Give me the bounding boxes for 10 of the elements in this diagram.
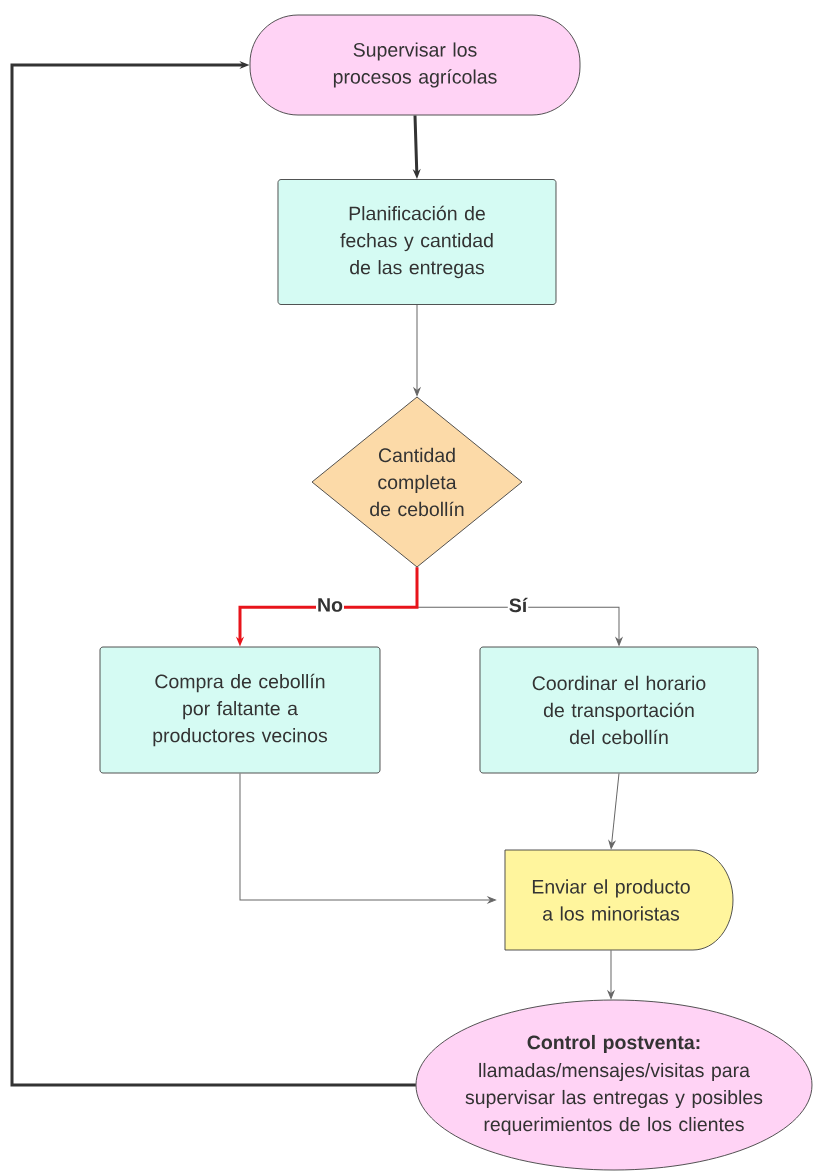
arrow xyxy=(10,60,416,1087)
edge-label: No xyxy=(316,597,344,613)
arrow xyxy=(607,949,615,999)
process-box: Coordinar el horario de transportación del cebollín xyxy=(479,646,759,774)
process-box: Planificación de fechas y cantidad de las entregas xyxy=(277,179,557,305)
arrow xyxy=(413,304,421,396)
edge-label: Sí xyxy=(507,596,529,614)
arrow xyxy=(239,772,496,904)
process-box: Compra de cebollín por faltante a productores vecinos xyxy=(99,646,381,774)
arrow xyxy=(608,772,620,849)
